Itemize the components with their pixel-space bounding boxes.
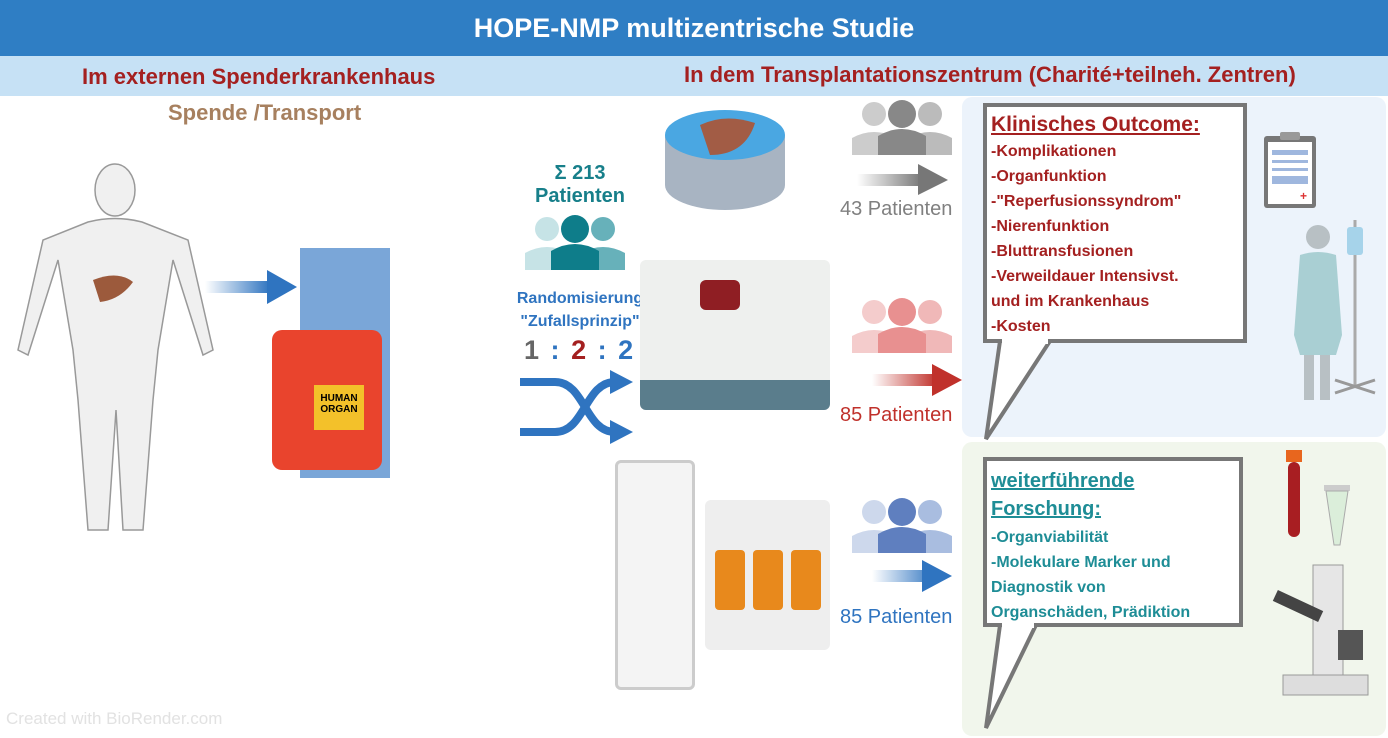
research-title-line2: Forschung: (991, 498, 1101, 520)
right-heading: In dem Transplantationszentrum (Charité+… (684, 62, 1296, 87)
page-title: HOPE-NMP multizentrische Studie (0, 0, 1388, 56)
ratio-2: 2 (571, 335, 589, 365)
research-item: Organschäden, Prädiktion (991, 604, 1191, 621)
subheader-bar (0, 56, 1388, 96)
arm3-patients-arrow (852, 498, 952, 592)
cooler-label: HUMAN ORGAN (314, 385, 364, 430)
clinical-item: -Bluttransfusionen (991, 243, 1134, 260)
clinical-item: -"Reperfusionssyndrom" (991, 193, 1182, 210)
clipboard-icon: + (1264, 132, 1316, 208)
ratio-sep: : (550, 335, 562, 365)
clinical-outcome-bubble: Klinisches Outcome: -Komplikationen -Org… (983, 103, 1247, 343)
research-item: -Organviabilität (991, 529, 1109, 546)
research-item: Diagnostik von (991, 579, 1106, 596)
ratio-3: 2 (618, 335, 636, 365)
hope-device-illustration (615, 460, 695, 690)
blood-tubes-icon (1286, 450, 1350, 546)
ratio-1: 1 (524, 335, 542, 365)
clinical-item: und im Krankenhaus (991, 293, 1150, 310)
patients-group-icon (525, 215, 625, 270)
human-body-icon (17, 163, 214, 531)
arm1-patients-arrow (852, 100, 952, 195)
microscope-icon (1272, 564, 1369, 696)
research-bubble: weiterführende Forschung: -Organviabilit… (983, 457, 1243, 627)
arm1-count: 43 Patienten (840, 198, 953, 220)
ratio-sep: : (597, 335, 609, 365)
research-title-line1: weiterführende (991, 470, 1135, 492)
clinical-item: -Komplikationen (991, 143, 1117, 160)
clinical-item: -Organfunktion (991, 168, 1107, 185)
svg-text:+: + (1300, 189, 1307, 203)
organ-cooler-icon: HUMAN ORGAN (272, 330, 382, 470)
patient-with-iv-icon (1294, 220, 1376, 400)
arm3-count: 85 Patienten (840, 606, 953, 628)
clinical-item: -Verweildauer Intensivst. (991, 268, 1179, 285)
perfusion-cart-illustration (705, 500, 830, 650)
clinical-title: Klinisches Outcome: (991, 113, 1200, 136)
randomization-sublabel: "Zufallsprinzip" (520, 313, 640, 330)
arm2-patients-arrow (852, 298, 962, 396)
nmp-device-illustration (640, 260, 830, 410)
blood-bag-icon (700, 280, 740, 310)
research-item: -Molekulare Marker und (991, 554, 1171, 571)
left-heading: Im externen Spenderkrankenhaus (82, 64, 436, 89)
cold-storage-bowl-icon (665, 110, 785, 210)
arrow-right-icon (205, 270, 297, 304)
arm2-count: 85 Patienten (840, 404, 953, 426)
watermark: Created with BioRender.com (6, 709, 223, 728)
clinical-item: -Kosten (991, 318, 1051, 335)
left-subheading: Spende /Transport (168, 100, 362, 125)
bubble-tail (984, 339, 1054, 441)
randomization-label: Randomisierung (516, 290, 644, 307)
randomization-ratio: 1 : 2 : 2 (524, 335, 635, 366)
shuffle-arrows-icon (520, 370, 633, 444)
bubble-tail (984, 623, 1040, 729)
total-sum: Σ 213 (554, 162, 606, 184)
clinical-item: -Nierenfunktion (991, 218, 1110, 235)
total-label: Patienten (534, 185, 626, 207)
